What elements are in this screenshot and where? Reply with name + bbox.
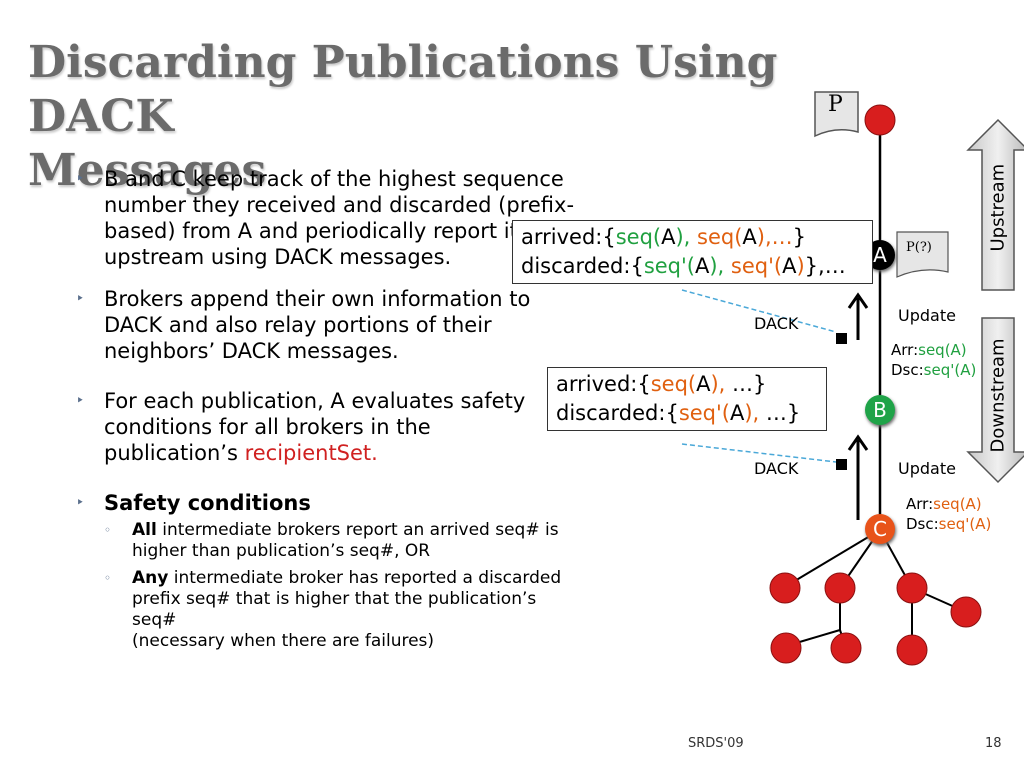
dack-marker [836, 459, 847, 470]
recipient-set-highlight: recipientSet. [244, 441, 378, 465]
footer-page-number: 18 [985, 736, 1002, 751]
broker-c-state: Arr:seq(A) Dsc:seq'(A) [906, 495, 992, 533]
footer-conference: SRDS'09 [688, 736, 744, 751]
downstream-arrow [966, 317, 1024, 484]
sub-bullet-marker: ◦ [104, 571, 112, 585]
subtree-edges [782, 529, 967, 649]
pending-publication-label: P(?) [906, 240, 932, 255]
publication-label: P [828, 92, 843, 117]
up-arrow [847, 434, 869, 520]
arrived-line: arrived:{seq(A), seq(A),…} [521, 225, 807, 249]
broker-b-state: Arr:seq(A) Dsc:seq'(A) [891, 341, 977, 379]
sub-bullet-marker: ◦ [104, 523, 112, 537]
bullet-text: Brokers append their own information to … [104, 287, 531, 363]
discarded-line: discarded:{seq'(A), …} [556, 401, 801, 425]
bullet-item: ‣ For each publication, A evaluates safe… [76, 388, 554, 466]
publication-doc-shape [814, 91, 859, 138]
title-line-1: Discarding Publications Using DACK [28, 37, 778, 142]
bullet-marker: ‣ [76, 393, 85, 409]
update-label: Update [898, 306, 956, 325]
dack-label: DACK [754, 314, 799, 333]
downstream-label: Downstream [987, 338, 1009, 453]
leaf-nodes [769, 572, 982, 666]
sub-bullet-bold: Any [132, 568, 169, 588]
upstream-label: Upstream [987, 163, 1009, 252]
sub-bullet-text: intermediate broker has reported a disca… [132, 568, 562, 630]
update-label: Update [898, 459, 956, 478]
title-line-2: Messages [28, 145, 267, 196]
bullet-marker: ‣ [76, 495, 85, 511]
sub-bullet-item: ◦ Any intermediate broker has reported a… [104, 568, 572, 652]
up-arrow [847, 292, 869, 340]
arrived-line: arrived:{seq(A), …} [556, 372, 767, 396]
dashed-connector [681, 289, 837, 333]
dack-info-box-top: arrived:{seq(A), seq(A),…} discarded:{se… [512, 220, 873, 284]
bullet-list: ‣ B and C keep track of the highest sequ… [76, 166, 596, 652]
upstream-arrow [966, 118, 1024, 291]
bullet-item: ‣ Safety conditions [76, 490, 584, 516]
bullet-marker: ‣ [76, 171, 85, 187]
bullet-text: B and C keep track of the highest sequen… [104, 167, 575, 269]
dack-marker [836, 333, 847, 344]
sub-bullet-bold: All [132, 520, 157, 540]
bullet-item: ‣ B and C keep track of the highest sequ… [76, 166, 584, 270]
broker-node-b: B [865, 395, 895, 425]
bullet-text: Safety conditions [104, 491, 311, 515]
root-node [864, 104, 896, 136]
bullet-marker: ‣ [76, 291, 85, 307]
pending-doc-shape [896, 231, 949, 278]
dack-info-box-middle: arrived:{seq(A), …} discarded:{seq'(A), … [547, 367, 827, 431]
sub-bullet-item: ◦ All intermediate brokers report an arr… [104, 520, 572, 562]
bullet-item: ‣ Brokers append their own information t… [76, 286, 584, 364]
sub-bullet-note: (necessary when there are failures) [132, 631, 435, 651]
dack-label: DACK [754, 459, 799, 478]
dashed-connector [681, 443, 837, 463]
slide-title: Discarding Publications Using DACK Messa… [28, 36, 908, 198]
discarded-line: discarded:{seq'(A), seq'(A)},… [521, 254, 846, 278]
sub-bullet-text: intermediate brokers report an arrived s… [132, 520, 559, 561]
broker-node-c: C [865, 514, 895, 544]
bullet-text: For each publication, A evaluates safety… [104, 389, 526, 465]
